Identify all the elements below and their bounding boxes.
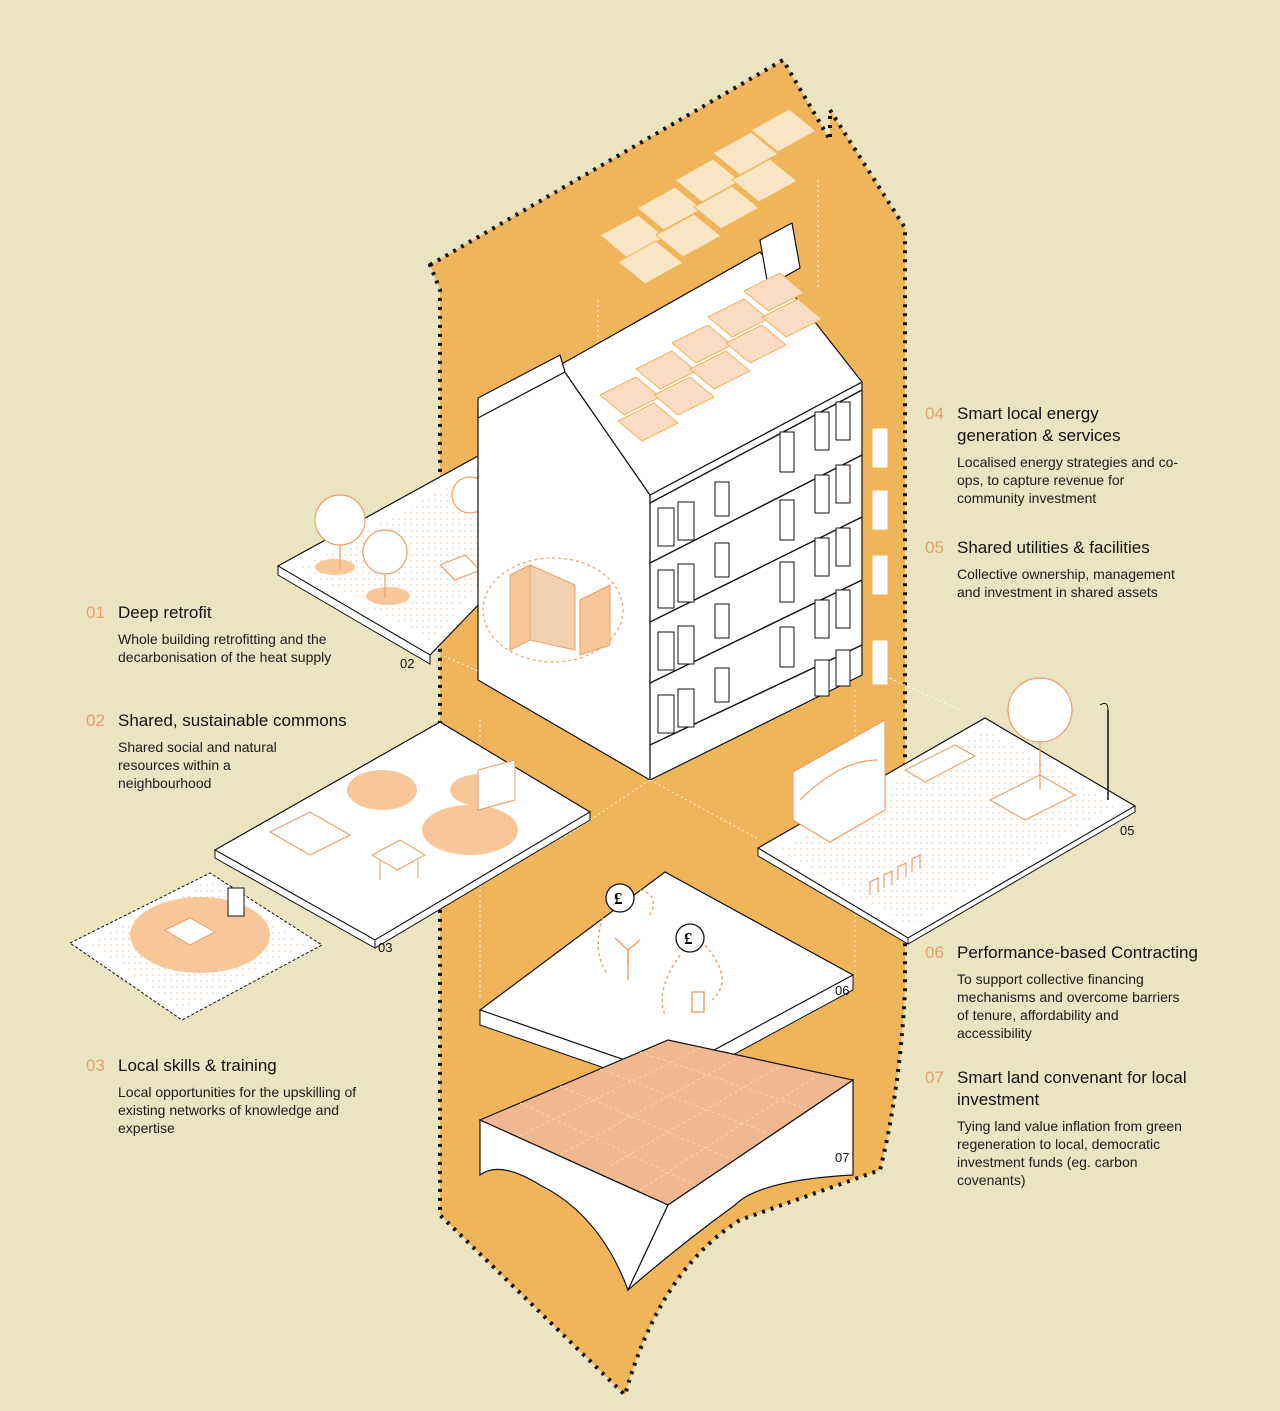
- legend-item-07: 07 Smart land convenant for local investm…: [925, 1067, 1215, 1189]
- tag-03: 03: [378, 940, 392, 955]
- legend-num: 05: [925, 538, 944, 557]
- legend-item-02: 02 Shared, sustainable commons Shared soc…: [86, 710, 376, 792]
- pound-icon-2: £: [684, 929, 693, 948]
- legend-num: 04: [925, 404, 944, 423]
- legend-item-01: 01 Deep retrofit Whole building retrofitt…: [86, 602, 376, 666]
- tag-05: 05: [1120, 823, 1134, 838]
- legend-desc: To support collective financing mechanis…: [957, 971, 1180, 1041]
- plane-05-plaza: [756, 677, 1137, 945]
- legend-num: 06: [925, 943, 944, 962]
- tag-06: 06: [835, 983, 849, 998]
- legend-title: Performance-based Contracting: [957, 943, 1198, 962]
- legend-desc: Collective ownership, management and inv…: [957, 566, 1175, 600]
- plane-07-land: [478, 1039, 855, 1292]
- legend-title: Shared utilities & facilities: [957, 538, 1150, 557]
- legend-item-06: 06 Performance-based Contracting To suppo…: [925, 942, 1225, 1042]
- building: [477, 222, 863, 781]
- legend-item-03: 03 Local skills & training Local opportun…: [86, 1055, 386, 1137]
- legend-item-05: 05 Shared utilities & facilities Collecti…: [925, 537, 1205, 601]
- legend-desc: Shared social and natural resources with…: [118, 739, 277, 791]
- legend-title: Smart land convenant for local investmen…: [957, 1068, 1187, 1109]
- legend-num: 07: [925, 1068, 944, 1087]
- legend-desc: Whole building retrofitting and the deca…: [118, 631, 332, 665]
- legend-num: 01: [86, 603, 105, 622]
- legend-title: Smart local energy generation & services: [957, 404, 1121, 445]
- utility-panels: [871, 427, 889, 686]
- plane-03-training: [69, 872, 323, 1021]
- legend-title: Deep retrofit: [118, 603, 212, 622]
- legend-desc: Local opportunities for the upskilling o…: [118, 1084, 357, 1136]
- legend-desc: Tying land value inflation from green re…: [957, 1118, 1182, 1188]
- tag-02: 02: [400, 656, 414, 671]
- floating-solar-panels: [599, 108, 817, 285]
- legend-title: Local skills & training: [118, 1056, 277, 1075]
- legend-desc: Localised energy strategies and co-ops, …: [957, 454, 1179, 506]
- legend-item-04: 04 Smart local energy generation & servic…: [925, 403, 1185, 507]
- legend-num: 03: [86, 1056, 105, 1075]
- plane-03-workshop: [213, 721, 592, 949]
- tag-07: 07: [835, 1150, 849, 1165]
- legend-title: Shared, sustainable commons: [118, 711, 347, 730]
- legend-num: 02: [86, 711, 105, 730]
- pound-icon-1: £: [614, 889, 623, 908]
